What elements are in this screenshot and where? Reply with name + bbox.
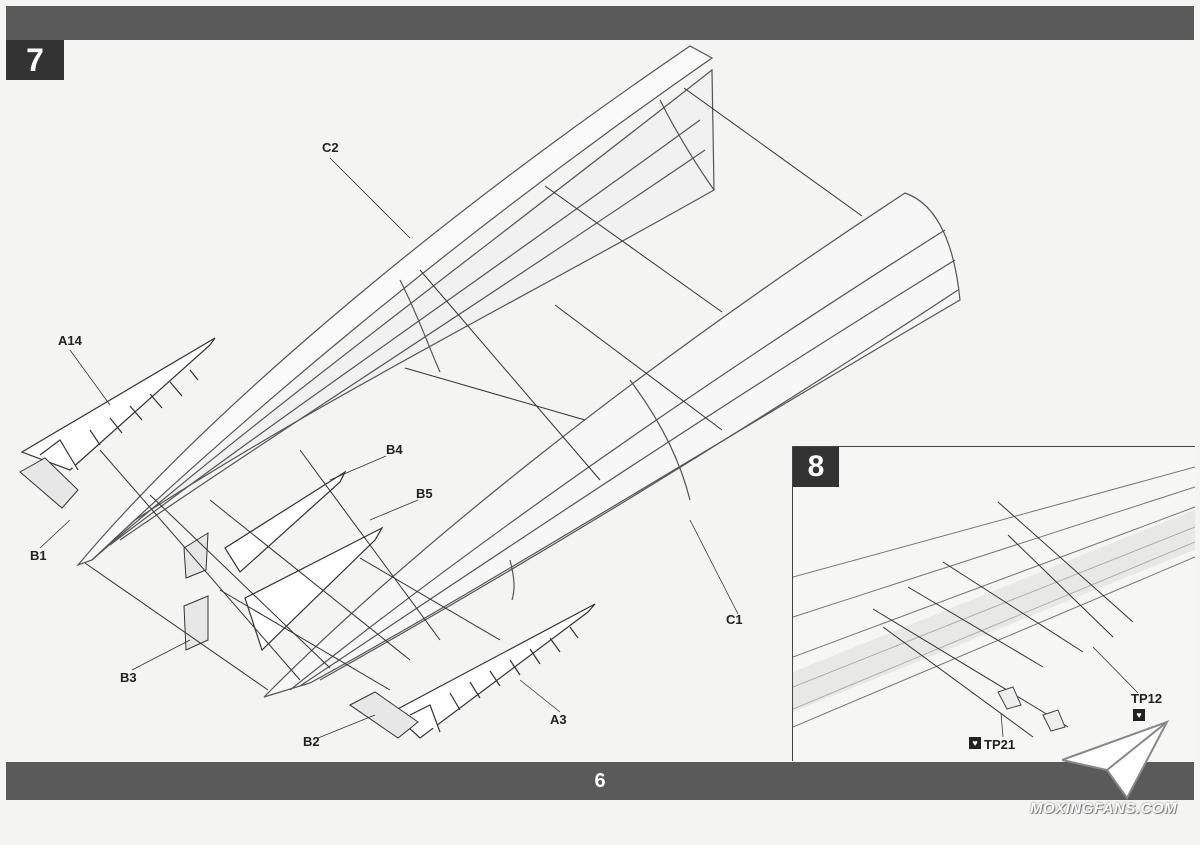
label-b4: B4	[386, 442, 403, 457]
label-tp12: TP12	[1131, 691, 1163, 706]
label-c2: C2	[322, 140, 339, 155]
frame-part-a14	[20, 337, 216, 471]
label-b3: B3	[120, 670, 137, 685]
step-8-badge: 8	[793, 447, 839, 487]
footer-bar: 6	[6, 762, 1194, 800]
step-7-badge: 7	[6, 40, 64, 80]
inset-leader-lines	[1000, 646, 1139, 738]
header-bar	[6, 6, 1194, 40]
step-8-inset: 8 TP12 ♥ ♥ TP21	[792, 446, 1195, 761]
page-number: 6	[594, 769, 606, 792]
fin-part-b1	[19, 457, 79, 509]
hull-part-c1	[263, 192, 961, 698]
label-tp21: TP21	[984, 737, 1016, 752]
glue-heart-icon: ♥	[1133, 709, 1145, 721]
hull-part-c2	[76, 45, 715, 567]
assembly-arrows	[84, 87, 863, 691]
label-b2: B2	[303, 734, 320, 749]
frame-part-a3	[390, 603, 596, 739]
inset-diagram	[793, 466, 1195, 738]
label-c1: C1	[726, 612, 743, 627]
label-b5: B5	[416, 486, 433, 501]
glue-heart-icon: ♥	[969, 737, 981, 749]
watermark: MOXINGFANS.COM	[1030, 800, 1178, 817]
inset-arrows	[872, 501, 1134, 738]
label-a3: A3	[550, 712, 567, 727]
label-a14: A14	[58, 333, 83, 348]
fin-part-b2	[349, 691, 419, 739]
leader-lines	[39, 157, 739, 739]
fin-part-b4	[224, 470, 347, 573]
paper-plane-logo-icon	[1062, 720, 1170, 800]
label-b1: B1	[30, 548, 47, 563]
